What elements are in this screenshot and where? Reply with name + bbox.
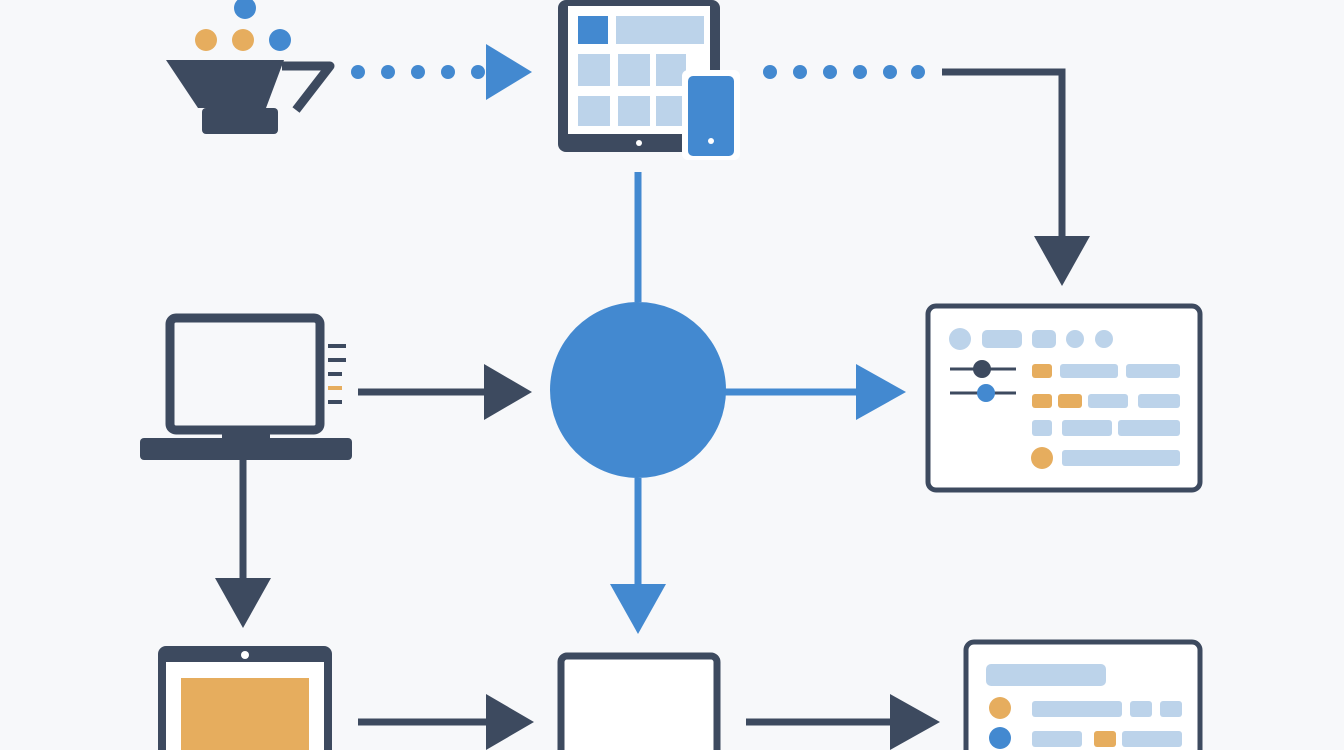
arrowhead: [215, 578, 271, 628]
edge-orange-to-blank-tablet: [358, 694, 534, 750]
arrowhead: [1034, 236, 1090, 286]
tablet-orange-screen-icon: [158, 646, 332, 750]
arrowhead: [890, 694, 940, 750]
edge-bowl-to-tablet: [351, 44, 532, 100]
blank-tablet-icon: [557, 652, 721, 750]
edge-laptop-to-orange-tablet: [215, 460, 271, 628]
arrowhead: [486, 694, 534, 750]
edge-hub-to-dashboard: [722, 364, 906, 420]
list-panel-icon: [963, 639, 1203, 750]
arrowhead: [484, 364, 532, 420]
laptop-icon: [140, 313, 352, 460]
dashboard-settings-icon: [925, 303, 1203, 493]
arrowhead: [486, 44, 532, 100]
edge-tablet-to-dashboard: [763, 65, 1090, 286]
arrowhead: [610, 584, 666, 634]
bowl-with-dots-icon: [166, 0, 335, 134]
edge-blank-tablet-to-list-panel: [746, 694, 940, 750]
edge-laptop-to-hub: [358, 364, 532, 420]
tablet-and-phone-icon: [558, 0, 740, 160]
edge-hub-to-blank-tablet: [610, 478, 666, 634]
arrowhead: [856, 364, 906, 420]
filled-circle-icon: [550, 302, 726, 478]
